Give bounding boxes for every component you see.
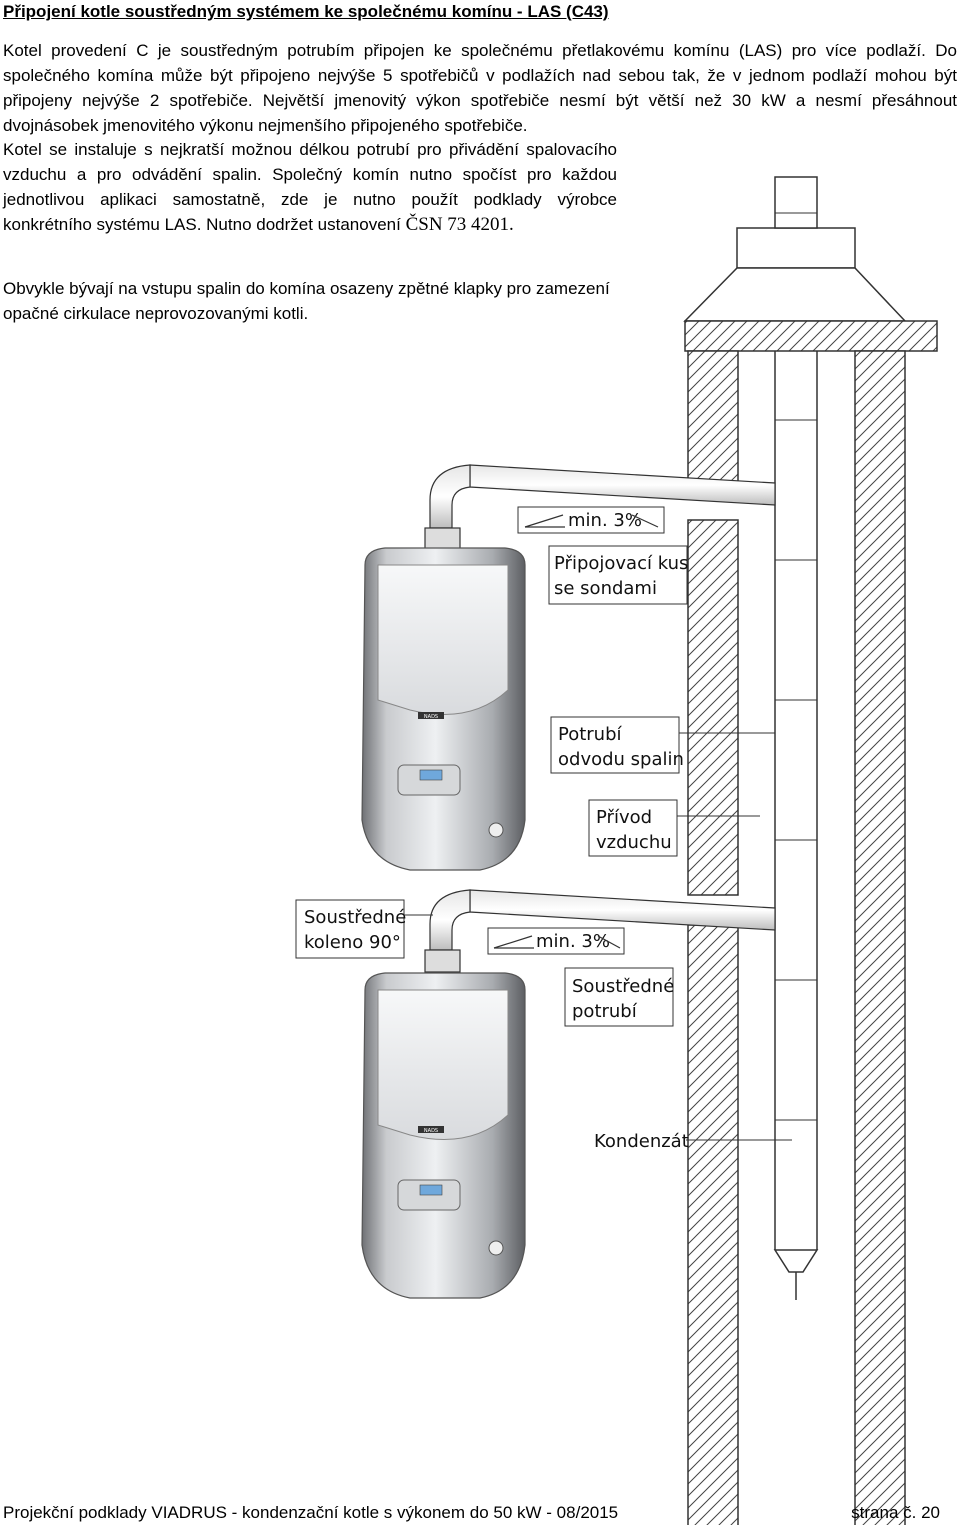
coaxial-pipe-label: Soustředné potrubí <box>564 967 674 1027</box>
svg-text:vzduchu: vzduchu <box>596 832 672 853</box>
condensate-label: Kondenzát <box>594 1131 792 1152</box>
elbow-label: Soustředné koleno 90° <box>295 899 433 959</box>
svg-text:Připojovací kus: Připojovací kus <box>554 553 688 574</box>
svg-text:odvodu spalin: odvodu spalin <box>558 749 684 770</box>
svg-text:min. 3%: min. 3% <box>568 510 642 531</box>
svg-text:se sondami: se sondami <box>554 578 657 599</box>
upper-boiler: NADS <box>361 547 526 871</box>
slope-label-bottom: min. 3% <box>487 927 625 955</box>
air-supply-label: Přívod vzduchu <box>588 799 760 857</box>
check-valve-paragraph: Obvykle bývají na vstupu spalin do komín… <box>3 279 610 323</box>
standard-reference: ČSN 73 4201. <box>405 214 514 235</box>
svg-text:Soustředné: Soustředné <box>304 907 406 928</box>
chimney-shaft <box>773 351 819 1300</box>
lower-boiler-gauge <box>488 1240 504 1256</box>
svg-text:Potrubí: Potrubí <box>558 724 623 745</box>
lower-boiler: NADS <box>361 972 526 1299</box>
footer-page-number: strana č. 20 <box>851 1503 940 1522</box>
page-heading: Připojení kotle soustředným systémem ke … <box>3 2 609 21</box>
svg-text:Soustředné: Soustředné <box>572 976 674 997</box>
upper-boiler-gauge <box>488 822 504 838</box>
intro-paragraph: Kotel provedení C je soustředným potrubí… <box>3 41 957 135</box>
installation-text: Kotel se instaluje s nejkratší možnou dé… <box>3 140 617 234</box>
svg-text:Přívod: Přívod <box>596 807 652 828</box>
lower-boiler-brand: NADS <box>424 1128 438 1134</box>
svg-text:potrubí: potrubí <box>572 1001 638 1022</box>
svg-text:Kondenzát: Kondenzát <box>594 1131 689 1152</box>
chimney-cap <box>683 176 938 352</box>
upper-coaxial-pipe <box>424 464 776 551</box>
slope-label-top: min. 3% <box>517 506 665 534</box>
lower-coaxial-pipe <box>424 889 776 973</box>
upper-boiler-brand: NADS <box>424 714 438 720</box>
svg-text:min. 3%: min. 3% <box>536 931 610 952</box>
flue-pipe-label: Potrubí odvodu spalin <box>550 716 775 774</box>
installation-paragraph: Kotel se instaluje s nejkratší možnou dé… <box>3 137 617 237</box>
svg-text:koleno 90°: koleno 90° <box>304 932 401 953</box>
footer-document-title: Projekční podklady VIADRUS - kondenzační… <box>3 1503 619 1522</box>
chimney-walls <box>687 350 906 1525</box>
connector-label: Připojovací kus se sondami <box>548 545 688 605</box>
